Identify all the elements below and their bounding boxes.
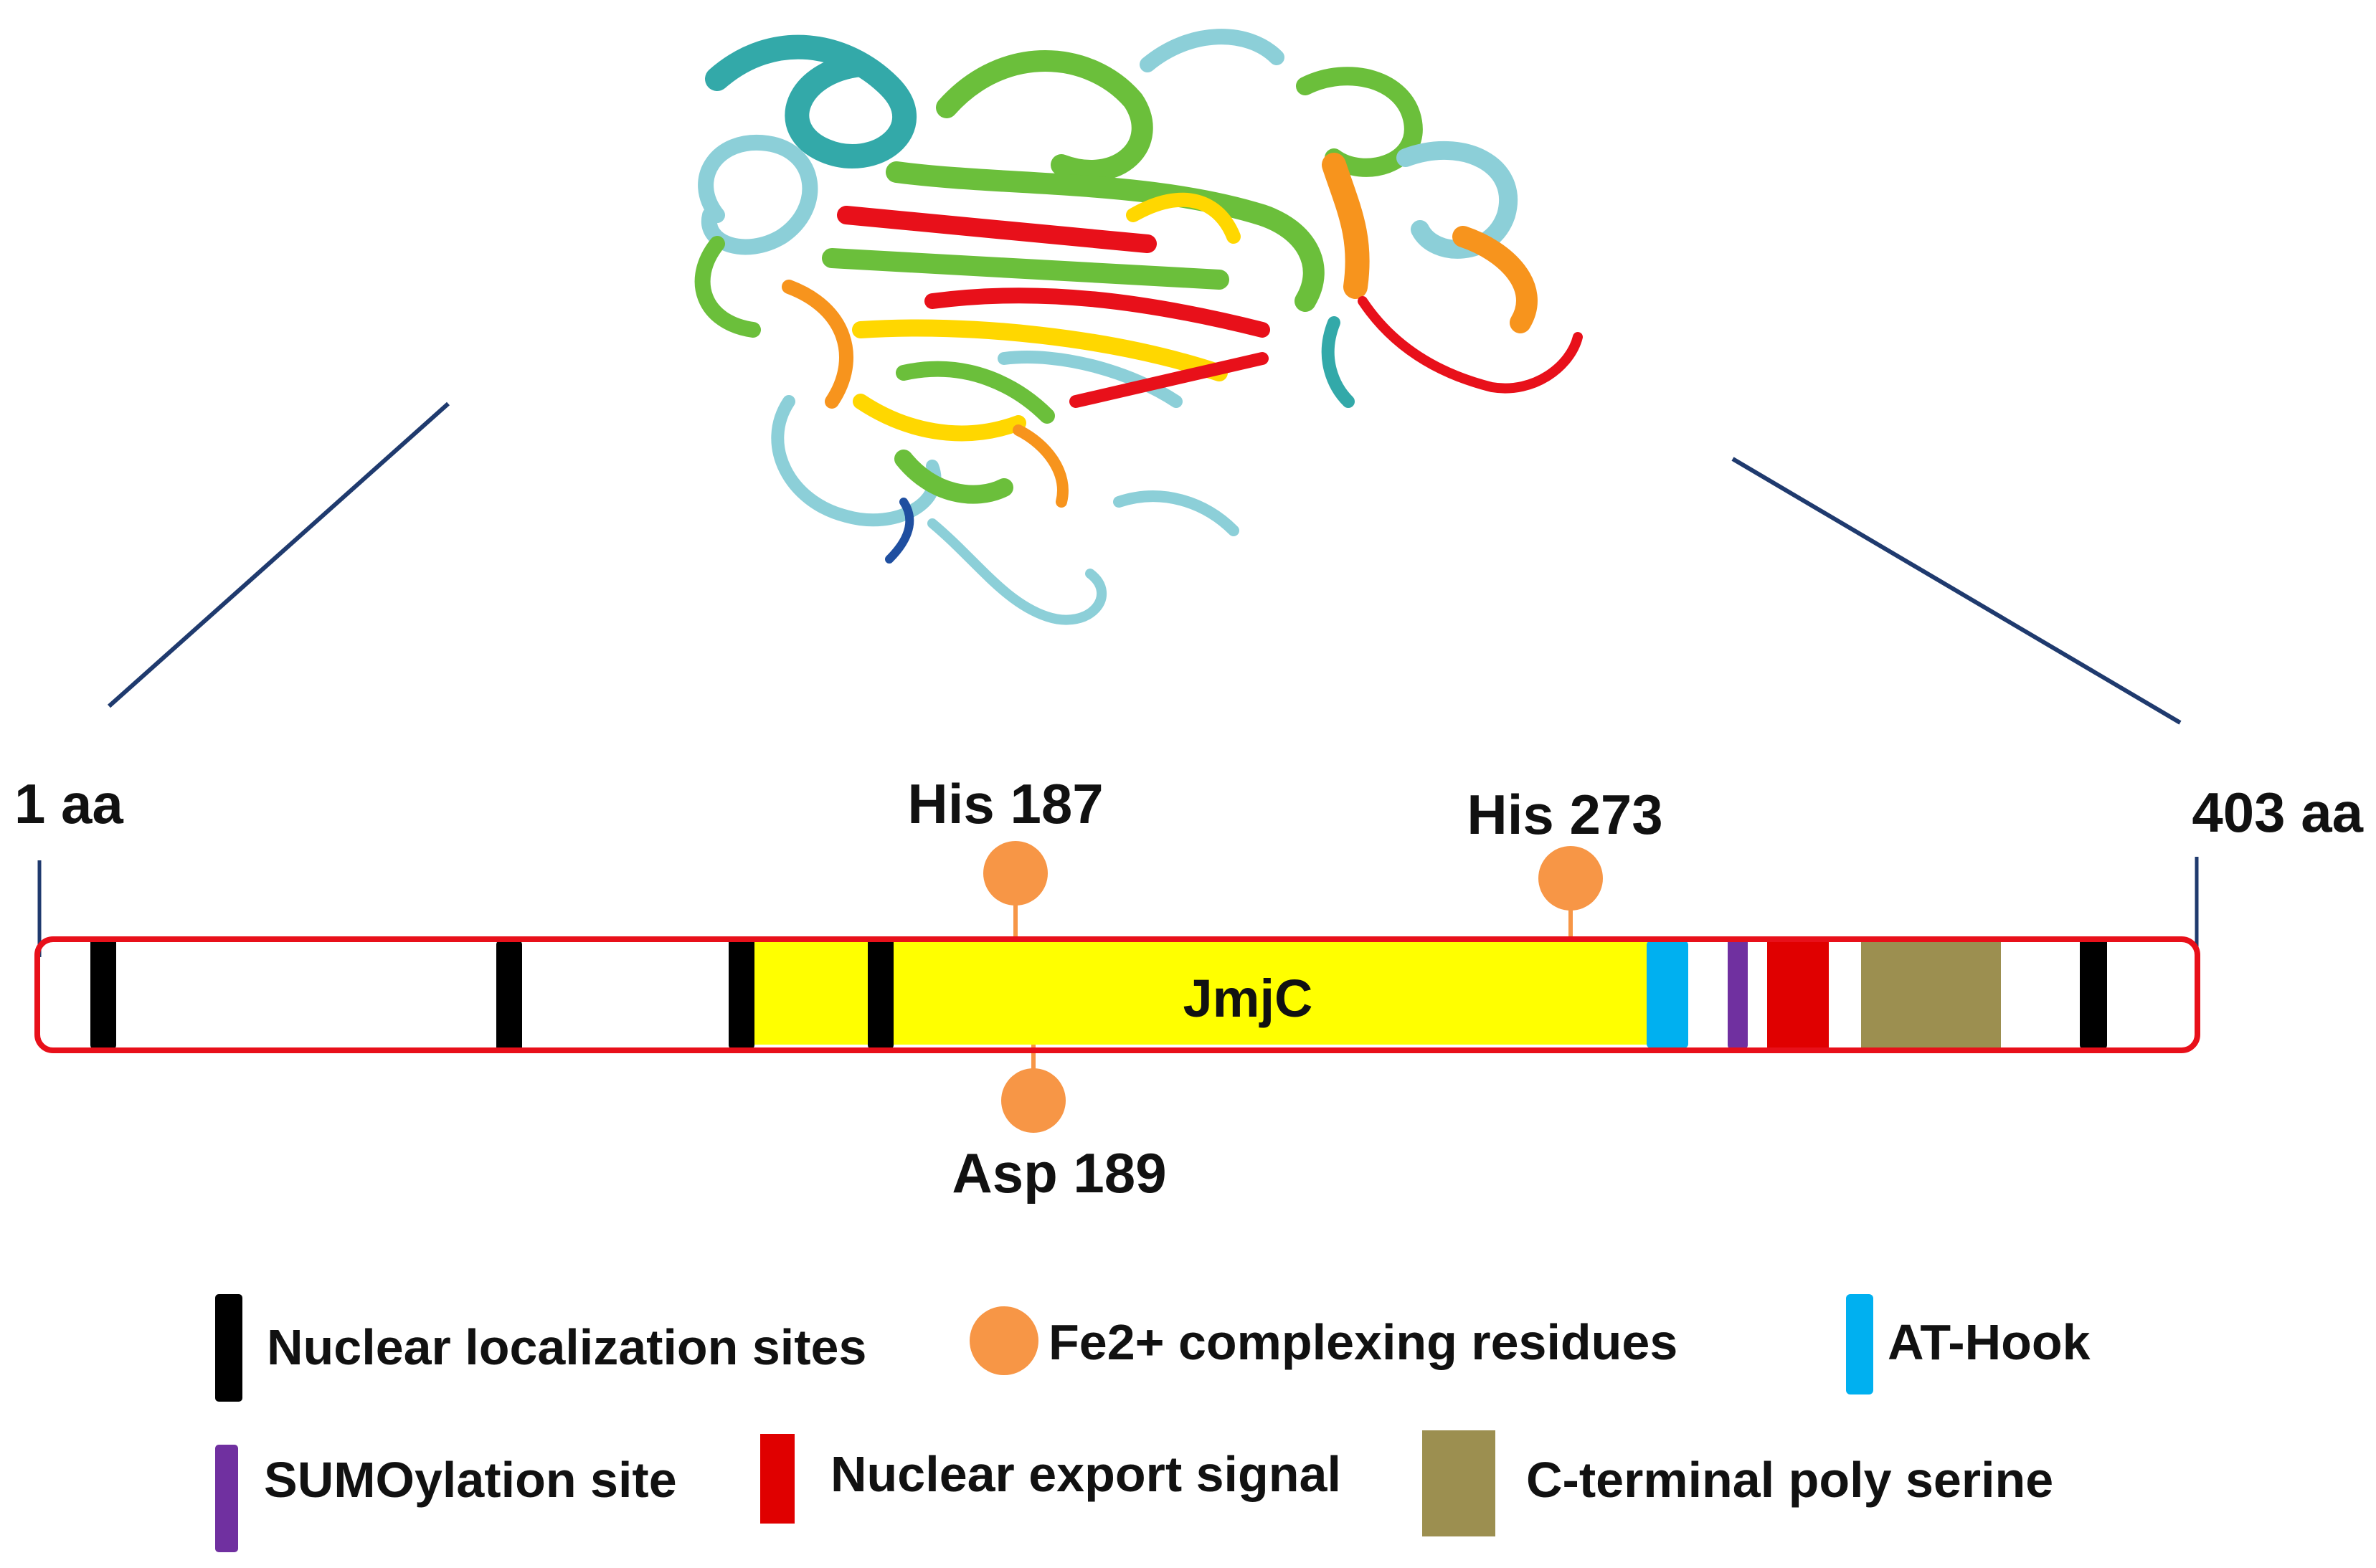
legend-label-poly-serine: C-terminal poly serine (1526, 1452, 2053, 1508)
legend-label-fe: Fe2+ complexing residues (1049, 1314, 1677, 1370)
legend-label-nes: Nuclear export signal (830, 1446, 1341, 1502)
residue-label-his187: His 187 (907, 772, 1103, 835)
end-label: 403 aa (2192, 781, 2363, 844)
connector-line-left (108, 401, 450, 708)
legend-marker-poly-serine (1422, 1430, 1495, 1536)
connector-line-right (1731, 457, 2182, 725)
jmjc-domain (746, 941, 1650, 1045)
asp189-marker (1001, 1068, 1066, 1133)
start-label: 1 aa (14, 772, 123, 835)
at-hook (1647, 941, 1688, 1048)
nls-site-2 (496, 941, 522, 1052)
legend-marker-at-hook (1846, 1294, 1873, 1394)
nls-site-3 (729, 938, 754, 1049)
legend-marker-nls (215, 1294, 242, 1402)
nls-site-5 (2080, 938, 2107, 1049)
legend-label-sumo: SUMOylation site (264, 1452, 677, 1508)
legend-marker-sumo (215, 1445, 238, 1552)
c-terminal-poly-serine (1861, 939, 2001, 1049)
legend: Nuclear localization sites Fe2+ complexi… (215, 1294, 2091, 1552)
his187-marker (983, 841, 1048, 906)
sumoylation-site (1728, 938, 1748, 1049)
residue-label-his273: His 273 (1467, 783, 1662, 846)
residue-label-asp189: Asp 189 (952, 1141, 1166, 1204)
legend-label-nls: Nuclear localization sites (267, 1319, 866, 1375)
legend-marker-nes (760, 1434, 795, 1524)
his273-marker (1538, 846, 1603, 911)
legend-label-at-hook: AT-Hook (1888, 1314, 2091, 1370)
legend-marker-fe (970, 1306, 1038, 1375)
protein-outline (34, 936, 2200, 1053)
nls-site-1 (90, 938, 116, 1049)
jmjc-domain-label: JmjC (1183, 969, 1313, 1028)
protein-ribbon-structure-icon (694, 29, 1583, 625)
nuclear-export-signal (1767, 938, 1829, 1049)
nls-site-4 (868, 938, 894, 1049)
